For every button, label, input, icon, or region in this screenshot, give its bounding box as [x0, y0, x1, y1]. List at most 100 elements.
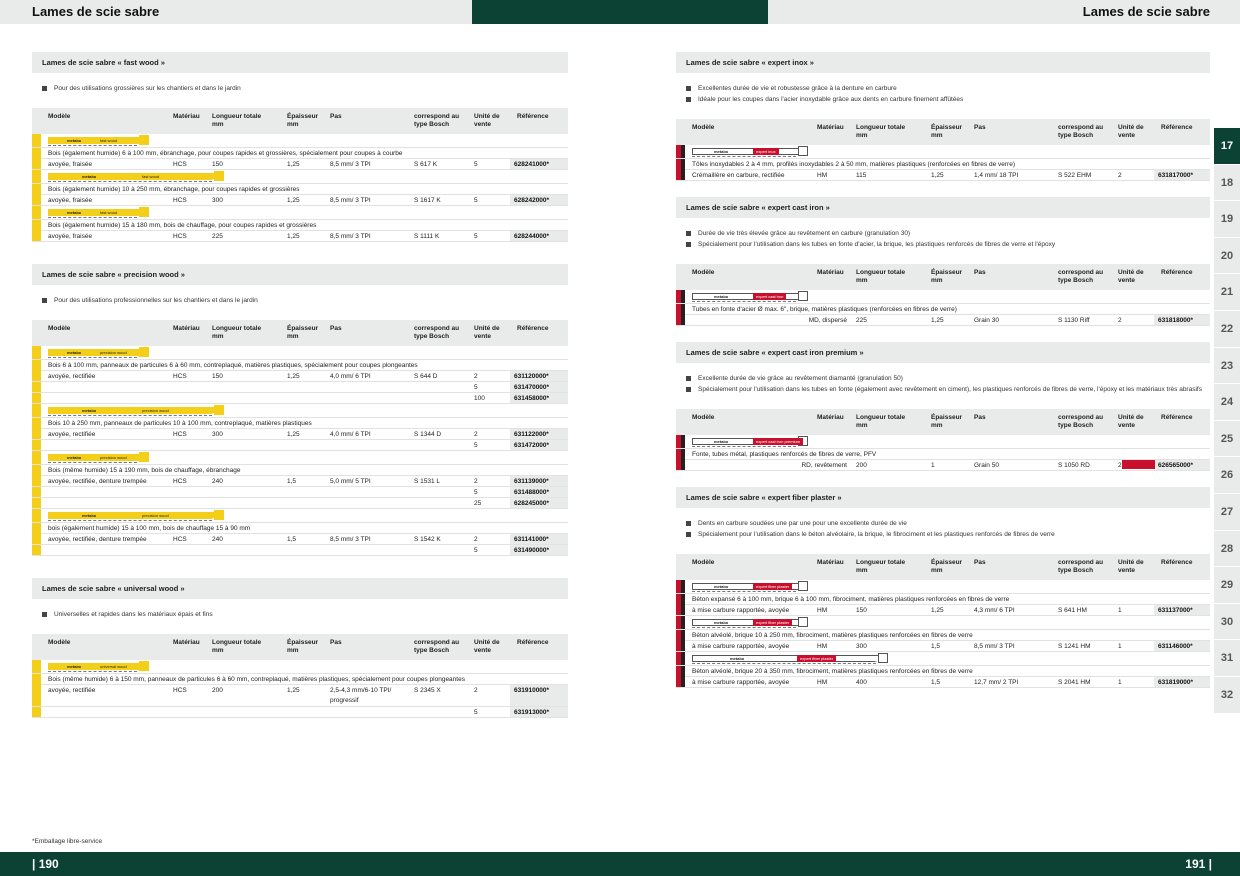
column-header-material: Matériau — [817, 124, 844, 131]
product-color-bar — [676, 616, 685, 652]
blade-brand-logo: metabo — [714, 294, 729, 299]
cell-bosch: S 1344 D — [414, 431, 442, 438]
blade-tang — [878, 653, 888, 663]
column-header-reference: Référence — [1161, 559, 1193, 566]
cell-bosch: S 2041 HM — [1058, 679, 1091, 686]
column-header-length: Longueur totale mm — [856, 414, 906, 429]
cell-pitch: 4,0 mm/ 6 TPI — [330, 373, 371, 380]
blade-label: expert cast iron premium — [753, 438, 804, 445]
page-number-right: 191 | — [1185, 857, 1212, 871]
new-badge: NOUVEAU — [1122, 460, 1155, 469]
column-header-pitch: Pas — [330, 639, 342, 646]
cell-bosch: S 1531 L — [414, 478, 441, 485]
chapter-tab-18[interactable]: 18 — [1214, 164, 1240, 202]
cell-unit: 100 — [474, 395, 485, 402]
reference-cell — [510, 231, 568, 241]
chapter-tab-32[interactable]: 32 — [1214, 676, 1240, 714]
reference-cell — [1154, 315, 1210, 325]
blade-tang — [214, 510, 224, 520]
chapter-tab-26[interactable]: 26 — [1214, 457, 1240, 494]
cell-length: 225 — [856, 317, 867, 324]
saw-blade — [48, 173, 218, 180]
product-section: Lames de scie sabre « expert inox »Excel… — [676, 52, 1210, 181]
column-header-thickness: Épaisseur mm — [287, 639, 319, 654]
chapter-tab-19[interactable]: 19 — [1214, 201, 1240, 238]
cell-unit: 1 — [1118, 643, 1122, 650]
cell-thickness: 1,25 — [287, 687, 300, 694]
product-section: Lames de scie sabre « expert cast iron »… — [676, 197, 1210, 326]
column-header-thickness: Épaisseur mm — [931, 414, 963, 429]
header-center-band — [472, 0, 768, 24]
column-header-length: Longueur totale mm — [212, 325, 262, 340]
chapter-tab-22[interactable]: 22 — [1214, 310, 1240, 348]
cell-length: 225 — [212, 233, 223, 240]
column-header-model: Modèle — [692, 269, 715, 276]
blade-tang — [139, 135, 149, 145]
chapter-tab-21[interactable]: 21 — [1214, 274, 1240, 311]
blade-brand-logo: metabo — [67, 664, 82, 669]
reference-cell — [510, 534, 568, 544]
chapter-tab-28[interactable]: 28 — [1214, 530, 1240, 568]
cell-unit: 2 — [1118, 462, 1122, 469]
blade-tang — [798, 291, 808, 301]
chapter-tab-23[interactable]: 23 — [1214, 347, 1240, 385]
cell-model: avoyée, rectifiée, denture trempée — [48, 536, 147, 543]
reference-cell — [1154, 677, 1210, 687]
cell-unit: 5 — [474, 197, 478, 204]
cell-bosch: S 644 D — [414, 373, 438, 380]
product-color-bar — [32, 206, 41, 242]
saw-blade — [48, 349, 143, 356]
cell-thickness: 1,25 — [931, 317, 944, 324]
cell-unit: 25 — [474, 500, 482, 507]
bullet-list: Durée de vie très élevée grâce au revête… — [676, 218, 1210, 250]
cell-unit: 5 — [474, 547, 478, 554]
bullet-item: Spécialement pour l'utilisation dans les… — [686, 239, 1210, 250]
cell-unit: 1 — [1118, 607, 1122, 614]
chapter-tab-24[interactable]: 24 — [1214, 384, 1240, 421]
bullet-item: Pour des utilisations professionnelles s… — [42, 295, 568, 306]
column-header-pitch: Pas — [330, 113, 342, 120]
footnote: *Emballage libre-service — [32, 838, 103, 845]
cell-model: RD, revêtement — [801, 462, 847, 469]
cell-pitch: 5,0 mm/ 5 TPI — [330, 478, 371, 485]
cell-unit: 5 — [474, 384, 478, 391]
chapter-tab-31[interactable]: 31 — [1214, 640, 1240, 677]
bullet-list: Excellente durée de vie grâce au revêtem… — [676, 363, 1210, 395]
right-column: Lames de scie sabre « expert inox »Excel… — [676, 52, 1210, 688]
chapter-tab-25[interactable]: 25 — [1214, 420, 1240, 458]
cell-ref: 631472000* — [514, 442, 550, 449]
chapter-tab-29[interactable]: 29 — [1214, 567, 1240, 604]
blade-teeth — [48, 356, 137, 358]
cell-unit: 1 — [1118, 679, 1122, 686]
bullet-list: Pour des utilisations grossières sur les… — [32, 73, 568, 94]
column-header-thickness: Épaisseur mm — [931, 559, 963, 574]
blade-tang — [214, 171, 224, 181]
cell-thickness: 1,5 — [931, 679, 941, 686]
chapter-tab-30[interactable]: 30 — [1214, 603, 1240, 641]
chapter-tab-27[interactable]: 27 — [1214, 493, 1240, 531]
bullet-list: Excellentes durée de vie et robustesse g… — [676, 73, 1210, 105]
chapter-tab-17[interactable]: 17 — [1214, 128, 1240, 165]
blade-tang — [139, 347, 149, 357]
bullet-item: Pour des utilisations grossières sur les… — [42, 83, 568, 94]
cell-pitch: 8,5 mm/ 3 TPI — [330, 161, 371, 168]
chapter-tab-20[interactable]: 20 — [1214, 237, 1240, 275]
product-color-bar — [676, 145, 685, 181]
cell-ref: 626565000* — [1158, 462, 1194, 469]
product-color-bar — [32, 509, 41, 556]
cell-material: HCS — [173, 478, 187, 485]
cell-thickness: 1,25 — [931, 172, 944, 179]
column-header-bosch: correspond au type Bosch — [1058, 414, 1104, 429]
